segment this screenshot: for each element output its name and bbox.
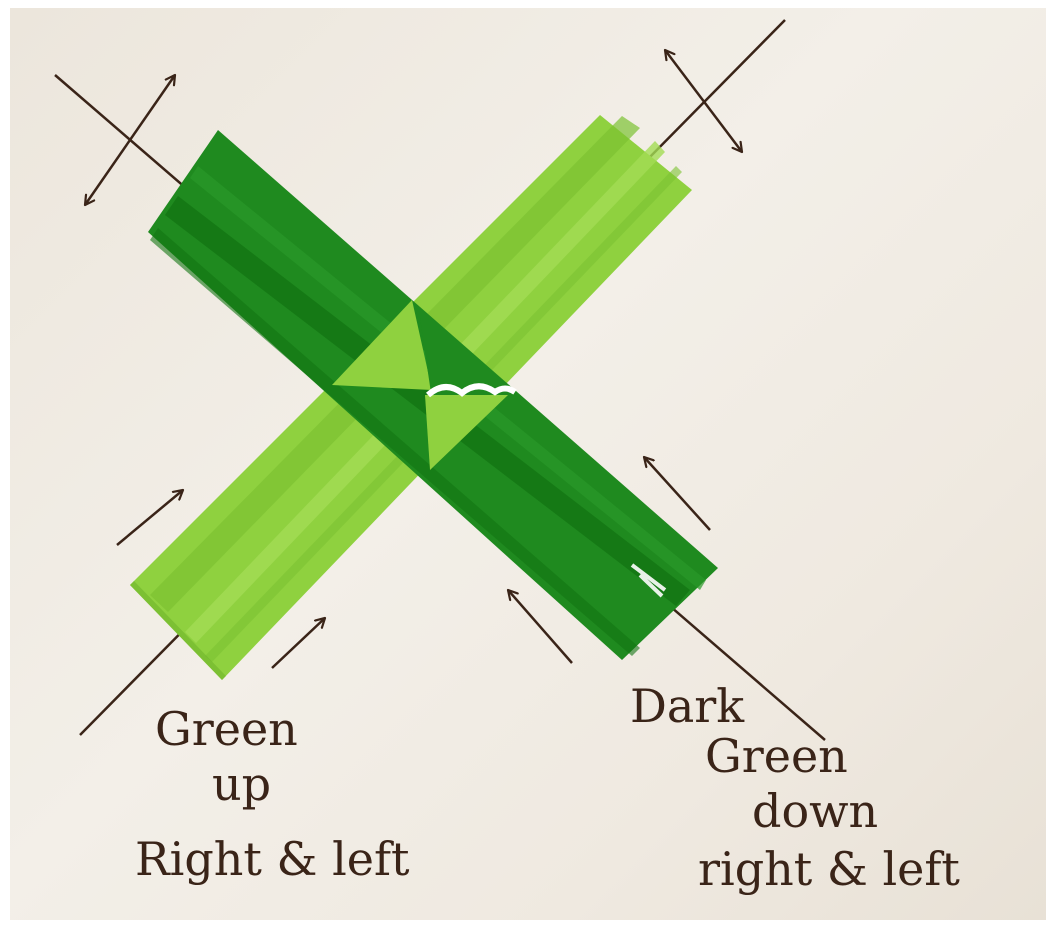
- light-strip-label-line1: Green: [155, 702, 298, 756]
- dark-strip-label-line4: right & left: [698, 842, 960, 896]
- light-strip-label-line3: Right & left: [135, 832, 410, 886]
- light-strip-label-line2: up: [212, 757, 271, 811]
- double-arrow-icon: [665, 50, 742, 152]
- double-arrow-icon: [85, 75, 175, 205]
- dark-strip-label-line3: down: [752, 784, 878, 838]
- dark-strip-label-line1: Dark: [630, 679, 745, 733]
- arrow-icon: [272, 618, 325, 668]
- dark-strip-label-line2: Green: [705, 729, 848, 783]
- arrow-icon: [117, 490, 183, 545]
